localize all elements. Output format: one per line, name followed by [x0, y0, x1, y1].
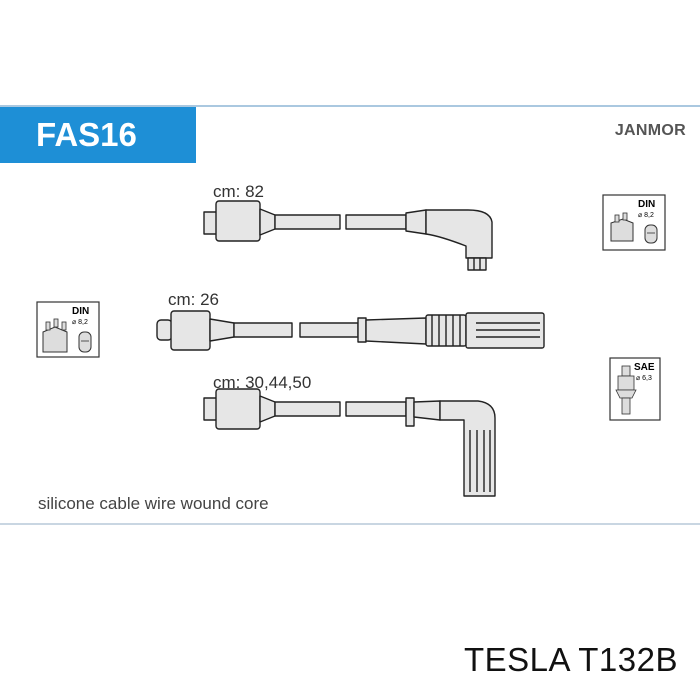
product-code: FAS16 [36, 116, 137, 153]
din-connector-right: DIN ⌀ 8,2 [602, 194, 666, 251]
din-connector-left: DIN ⌀ 8,2 [36, 301, 100, 358]
cable-1-length: cm: 82 [213, 182, 265, 201]
cable-1 [203, 200, 493, 271]
footer-divider [0, 523, 700, 525]
cable-description: silicone cable wire wound core [38, 494, 269, 513]
cable-2-length: cm: 26 [168, 290, 220, 309]
product-code-badge: FAS16 [0, 107, 196, 163]
din-left-size: ⌀ 8,2 [72, 319, 88, 326]
cable-3-length: cm: 30,44,50 [213, 373, 312, 392]
sae-right-label: SAE [634, 362, 655, 373]
din-left-label: DIN [72, 306, 89, 317]
sae-right-size: ⌀ 6,3 [636, 375, 652, 382]
sae-connector-right: SAE ⌀ 6,3 [609, 357, 661, 421]
cable-3 [203, 388, 496, 497]
cable-2 [156, 310, 545, 351]
part-number: TESLA T132B [463, 641, 678, 678]
header-divider [0, 105, 700, 107]
din-right-label: DIN [638, 199, 655, 210]
din-right-size: ⌀ 8,2 [638, 212, 654, 219]
brand-name: JANMOR [614, 122, 686, 139]
